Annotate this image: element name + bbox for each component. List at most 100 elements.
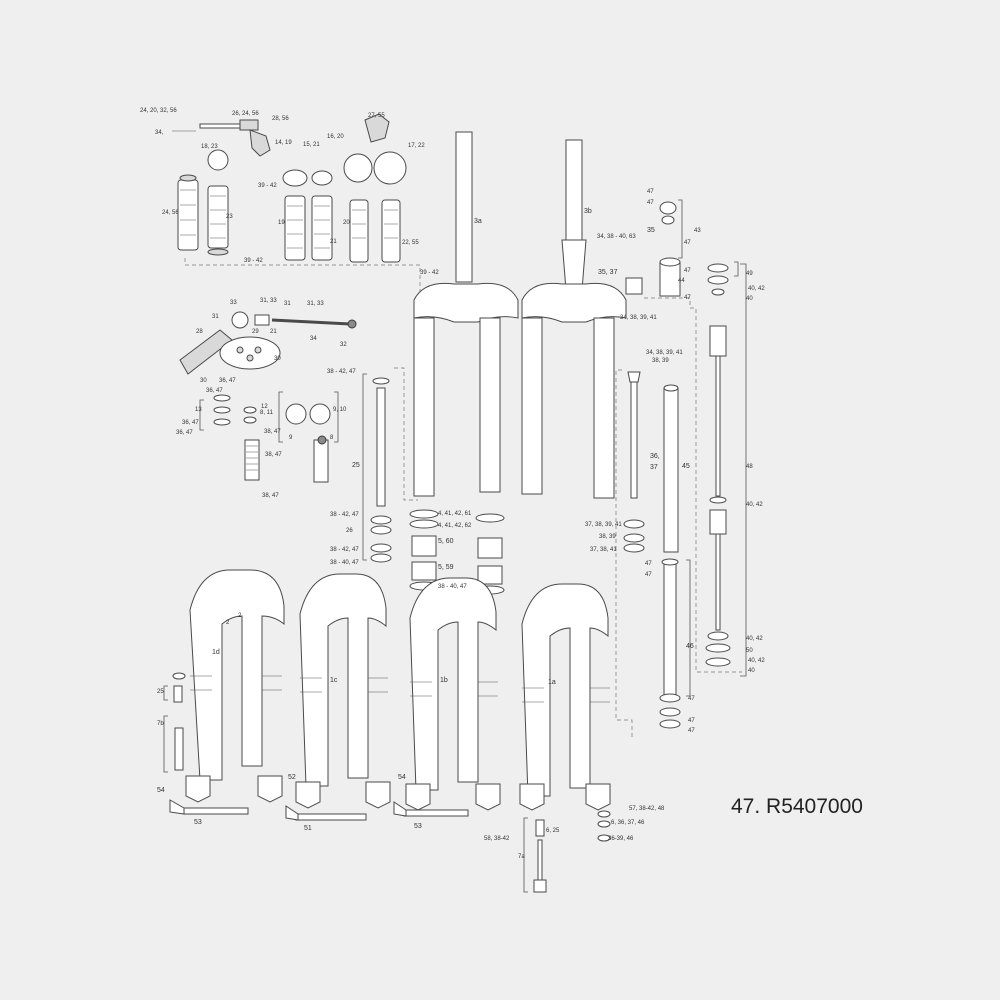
label-top-17-22: 17, 22 xyxy=(408,143,425,149)
label-lever-54-left: 54 xyxy=(157,787,165,794)
label-b-4-41-42-62: 4, 41, 42, 62 xyxy=(438,523,472,529)
label-rem-31-33-a: 31, 33 xyxy=(260,298,277,304)
label-r-47a: 47 xyxy=(647,189,654,195)
center-left-small-parts xyxy=(199,391,339,483)
lower-leg-1d xyxy=(185,569,285,803)
label-r-34-38-40-63: 34, 38 - 40, 63 xyxy=(597,234,636,240)
label-fr-40-42-c: 40, 42 xyxy=(746,636,763,642)
label-cart-22-55: 22, 55 xyxy=(402,240,419,246)
label-fr-40-42-d: 40, 42 xyxy=(748,658,765,664)
label-r-47f: 47 xyxy=(645,561,652,567)
label-top-39-42-b: 39 - 42 xyxy=(244,258,263,264)
lower-leg-1a xyxy=(519,583,611,811)
label-1b: 1b xyxy=(440,677,448,684)
label-fr-40-42: 40, 42 xyxy=(748,286,765,292)
lower-leg-1c xyxy=(295,573,391,809)
label-top-14-19: 14, 19 xyxy=(275,140,292,146)
label-1a: 1a xyxy=(548,679,556,686)
label-r-38-39-b: 38, 39 xyxy=(599,534,616,540)
label-r-47d: 47 xyxy=(684,268,691,274)
label-r-34-38-39-41: 34, 38, 39, 41 xyxy=(620,315,657,321)
label-top-39-42-c: 39 - 42 xyxy=(420,270,439,276)
label-b-5-59: 5, 59 xyxy=(438,564,454,571)
center-shaft-stack xyxy=(362,367,418,563)
label-r-46: 46 xyxy=(686,643,694,650)
label-top-27-55: 27, 55 xyxy=(368,113,385,119)
axles xyxy=(163,672,469,821)
label-25-left: 25 xyxy=(157,689,164,695)
label-3a: 3a xyxy=(474,218,482,225)
label-r-45: 45 xyxy=(682,463,690,470)
label-c-13: 13 xyxy=(195,407,202,413)
label-1c: 1c xyxy=(330,677,338,684)
label-s-38-40-47: 38 - 40, 47 xyxy=(330,560,359,566)
label-c-36-47-a: 36, 47 xyxy=(219,378,236,384)
label-r-37-38-39-41: 37, 38, 39, 41 xyxy=(585,522,622,528)
label-r-47i: 47 xyxy=(688,718,695,724)
label-r-44: 44 xyxy=(678,278,685,284)
label-cart-21: 21 xyxy=(330,239,337,245)
label-cart-19: 19 xyxy=(278,220,285,226)
label-c-36-47-b: 36, 47 xyxy=(206,388,223,394)
label-bt-6-25: 6, 25 xyxy=(546,828,560,834)
label-fr-40b: 40 xyxy=(748,668,755,674)
label-r-37: 37 xyxy=(650,464,658,471)
bottom-small-parts xyxy=(523,810,611,893)
label-rem-29: 29 xyxy=(252,329,259,335)
label-c-9: 9 xyxy=(289,435,293,441)
label-7a: 7a xyxy=(518,854,525,860)
label-rem-30: 30 xyxy=(200,378,207,384)
label-top-16-20: 16, 20 xyxy=(327,134,344,140)
label-r-47e: 47 xyxy=(684,295,691,301)
label-r-35: 35 xyxy=(647,227,655,234)
label-c-36-47-c: 36, 47 xyxy=(182,420,199,426)
label-rem-31: 31 xyxy=(284,301,291,307)
label-c-38-47-c: 38, 47 xyxy=(262,493,279,499)
label-s-26: 26 xyxy=(346,528,353,534)
label-s-38-42-47-c: 38 - 42, 47 xyxy=(330,547,359,553)
label-fr-48: 48 xyxy=(746,464,753,470)
callout-labels: 3a 3b 1d 1c 1b 1a 53 51 53 54 52 54 25 7… xyxy=(140,108,765,860)
label-r-36: 36, xyxy=(650,453,660,460)
label-bt-57: 57, 38-42, 48 xyxy=(629,806,665,812)
label-c-9-10: 9, 10 xyxy=(333,407,347,413)
remote-assembly xyxy=(179,311,357,375)
label-bt-58: 58, 38-42 xyxy=(484,836,510,842)
label-c-38-47-a: 38, 47 xyxy=(264,429,281,435)
label-axle-53-left: 53 xyxy=(194,819,202,826)
label-lever-52: 52 xyxy=(288,774,296,781)
label-r-47g: 47 xyxy=(645,572,652,578)
label-lever-54-mid: 54 xyxy=(398,774,406,781)
label-r-47b: 47 xyxy=(647,200,654,206)
part-number-caption: 47. R5407000 xyxy=(731,795,863,818)
label-c-38-47-b: 38, 47 xyxy=(265,452,282,458)
label-r-37-38-41: 37, 38, 41 xyxy=(590,547,617,553)
label-cart-23: 23 xyxy=(226,214,233,220)
label-c-36-47-d: 36, 47 xyxy=(176,430,193,436)
label-c-8: 8 xyxy=(330,435,334,441)
label-r-47j: 47 xyxy=(688,728,695,734)
label-c-2b: 2 xyxy=(238,613,242,619)
label-rem-33: 33 xyxy=(230,300,237,306)
label-c-2a: 2 xyxy=(226,620,230,626)
label-s-38-42-47-b: 38 - 42, 47 xyxy=(330,512,359,518)
right-air-assembly xyxy=(615,199,747,740)
label-top-34: 34, xyxy=(155,130,164,136)
label-rem-30b: 30 xyxy=(274,356,281,362)
lower-leg-1b xyxy=(405,577,501,811)
label-b-5-60: 5, 60 xyxy=(438,538,454,545)
top-left-cartridges xyxy=(172,113,440,299)
label-c-12: 12 xyxy=(261,404,268,410)
label-top-26-24-56: 26, 24, 56 xyxy=(232,111,259,117)
label-axle-51: 51 xyxy=(304,825,312,832)
label-rem-31-left: 31 xyxy=(212,314,219,320)
label-r-38-39: 38, 39 xyxy=(652,358,669,364)
label-b-38-40-47: 38 - 40, 47 xyxy=(438,584,467,590)
label-top-18-23: 18, 23 xyxy=(201,144,218,150)
label-rem-34: 34 xyxy=(310,336,317,342)
label-b-4-41-42-61: 4, 41, 42, 61 xyxy=(438,511,472,517)
label-rem-32: 32 xyxy=(340,342,347,348)
label-cart-20: 20 xyxy=(343,220,350,226)
label-7b: 7b xyxy=(157,721,164,727)
